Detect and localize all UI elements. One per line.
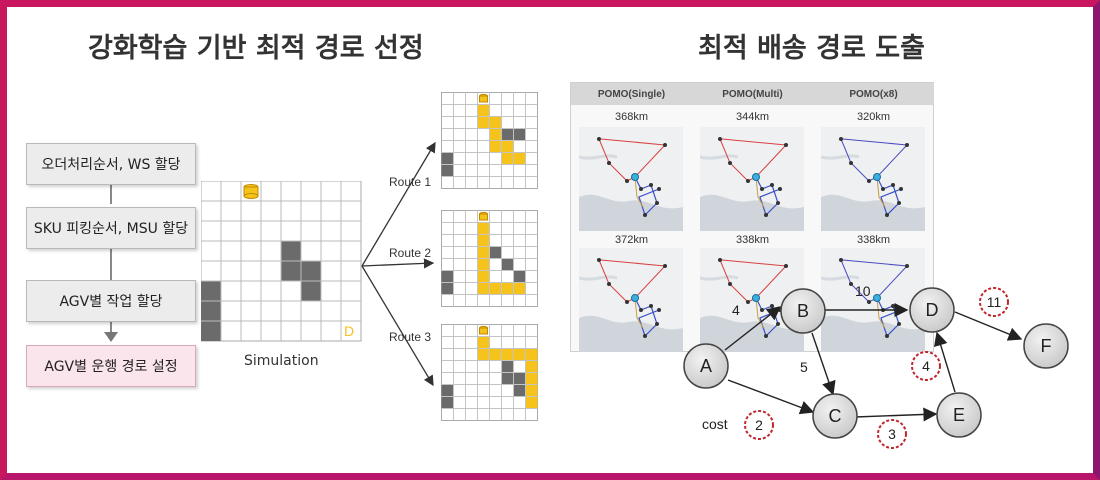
route-map-thumbnail — [821, 248, 925, 352]
flow-step-agv-route: AGV별 운행 경로 설정 — [26, 345, 196, 387]
edge-e-d — [933, 331, 956, 393]
pomo-distance: 338km — [856, 234, 891, 246]
left-section-title: 강화학습 기반 최적 경로 선정 — [88, 33, 424, 64]
node-d — [909, 287, 955, 333]
edge-e-d-cost: 4 — [922, 358, 930, 374]
edge-b-c-cost: 5 — [800, 359, 808, 375]
right-section-title: 최적 배송 경로 도출 — [698, 33, 925, 64]
sim-destination-marker: D — [344, 323, 354, 339]
route-map-thumbnail — [579, 248, 683, 352]
pomo-distance: 320km — [856, 111, 891, 123]
cost-rings — [744, 287, 1009, 449]
pomo-distance: 368km — [614, 111, 649, 123]
simulation-label: Simulation — [244, 353, 319, 369]
route-2-label: Route 2 — [389, 246, 432, 260]
edge-d-f-cost: 11 — [987, 294, 1002, 310]
pomo-header-x8: POMO(x8) — [813, 83, 934, 105]
edge-d-f — [954, 311, 1023, 341]
route-2-grid — [441, 210, 538, 307]
node-c — [812, 393, 858, 439]
node-f — [1023, 323, 1069, 369]
node-a-label: A — [700, 356, 712, 376]
cost-legend-label: cost — [702, 416, 728, 432]
pomo-distance: 372km — [614, 234, 649, 246]
node-b-label: B — [797, 301, 809, 321]
flow-step-sku-picking: SKU 피킹순서, MSU 할당 — [26, 207, 196, 249]
route-map-thumbnail — [700, 127, 804, 231]
edge-c-e-cost: 3 — [888, 426, 896, 442]
pomo-distance: 338km — [735, 234, 770, 246]
edge-a-c-cost: 2 — [755, 417, 763, 433]
simulation-grid: D — [201, 181, 362, 342]
node-e-label: E — [953, 405, 965, 425]
node-e — [936, 392, 982, 438]
node-d-label: D — [926, 300, 939, 320]
edge-b-c — [811, 332, 836, 396]
edge-a-b-cost: 4 — [732, 302, 740, 318]
route-3-grid — [441, 324, 538, 421]
pomo-distance: 344km — [735, 111, 770, 123]
flow-step-agv-task: AGV별 작업 할당 — [26, 280, 196, 322]
pomo-comparison-table: POMO(Single) POMO(Multi) POMO(x8) 368km … — [570, 82, 934, 352]
graph-nodes — [683, 287, 1069, 439]
node-c-label: C — [829, 406, 842, 426]
route-map-thumbnail — [700, 248, 804, 352]
route-map-thumbnail — [821, 127, 925, 231]
edge-b-d-cost: 10 — [855, 283, 871, 299]
node-f-label: F — [1041, 336, 1052, 356]
node-b — [780, 288, 826, 334]
cylinder-icon — [243, 184, 259, 199]
route-1-grid — [441, 92, 538, 189]
route-3-label: Route 3 — [389, 330, 432, 344]
graph-edges — [724, 303, 1023, 422]
edge-a-c — [727, 379, 815, 415]
node-a — [683, 343, 729, 389]
edge-a-b — [724, 306, 782, 351]
route-map-thumbnail — [579, 127, 683, 231]
edge-c-e — [854, 407, 938, 422]
flow-step-order-processing: 오더처리순서, WS 할당 — [26, 143, 196, 185]
route-1-label: Route 1 — [389, 175, 432, 189]
